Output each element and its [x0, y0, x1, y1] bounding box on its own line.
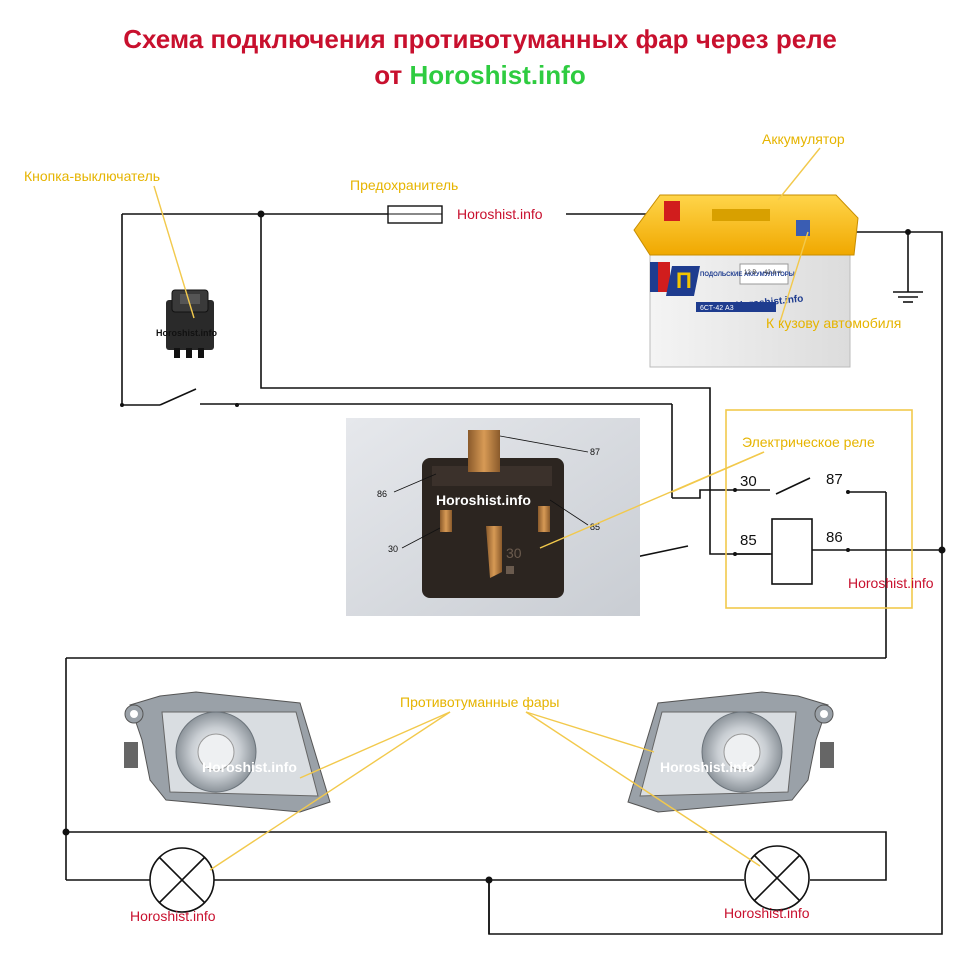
junctions — [62, 210, 946, 884]
junction-dot — [846, 548, 850, 552]
relay-photo-leaders — [393, 435, 589, 549]
battery-image: П — [633, 194, 859, 368]
junction-dot — [485, 876, 493, 884]
battery-model: 6СТ-42 А3 — [700, 305, 734, 312]
wires — [65, 213, 943, 935]
junction-dot — [733, 552, 737, 556]
battery-spec-voltage: 12 В — [744, 270, 756, 276]
photo-pin-87: 87 — [590, 447, 600, 457]
switch-contact-symbol — [122, 388, 197, 406]
lamp-left-watermark: Horoshist.info — [130, 908, 216, 924]
relay-box — [725, 409, 913, 609]
battery-brand: ПОДОЛЬСКИЕ АККУМУЛЯТОРЫ — [700, 272, 795, 278]
battery-label: Аккумулятор — [762, 131, 845, 147]
junction-dot — [905, 229, 911, 235]
photo-pin-85: 85 — [590, 522, 600, 532]
fuse-watermark: Horoshist.info — [457, 206, 543, 222]
relay-watermark: Horoshist.info — [848, 575, 934, 591]
lamp-symbol-right — [744, 845, 810, 911]
battery-spec-capacity: 42 А·ч — [764, 270, 781, 276]
diagram-title: Схема подключения противотуманных фар че… — [123, 24, 837, 54]
diagram-subtitle: от Horoshist.info — [0, 60, 960, 91]
relay-label: Электрическое реле — [742, 434, 875, 450]
junction-dot — [733, 488, 737, 492]
junction-dot — [62, 828, 70, 836]
right-foglight-watermark: Horoshist.info — [660, 759, 755, 775]
relay-pin-30: 30 — [740, 473, 757, 490]
wire-pin-30 — [672, 489, 770, 499]
relay-pin-86: 86 — [826, 529, 843, 546]
foglights-label: Противотуманные фары — [400, 694, 560, 710]
switch-label: Кнопка-выключатель — [24, 168, 160, 184]
relay-pin-85: 85 — [740, 532, 757, 549]
svg-text:П: П — [676, 268, 692, 293]
ground-symbol — [893, 291, 923, 303]
wire-feed-30 — [260, 214, 770, 555]
switch-watermark: Horoshist.info — [156, 328, 217, 338]
relay-photo — [346, 418, 640, 616]
junction-dot — [235, 403, 239, 407]
relay-coil — [771, 518, 813, 585]
photo-pin-30: 30 — [388, 544, 398, 554]
annotation-leaders — [153, 147, 821, 871]
lamp-symbol-left — [149, 847, 215, 913]
switch-button-image — [166, 289, 214, 358]
right-foglight-image — [627, 691, 834, 813]
subtitle-prefix: от — [374, 60, 410, 90]
junction-dot — [938, 546, 946, 554]
lamp-right-watermark: Horoshist.info — [724, 905, 810, 921]
junction-dot — [257, 210, 265, 218]
fuse-label: Предохранитель — [350, 177, 458, 193]
relay-pin-87: 87 — [826, 471, 843, 488]
wire-lamp-right — [66, 831, 887, 881]
junction-dot — [846, 490, 850, 494]
relay-contact-arm — [775, 477, 811, 495]
left-foglight-watermark: Horoshist.info — [202, 759, 297, 775]
photo-pin-86: 86 — [377, 489, 387, 499]
photo-body-30: 30 — [506, 545, 522, 561]
left-foglight-image — [124, 691, 331, 813]
relay-photo-watermark: Horoshist.info — [436, 492, 531, 508]
ground-label: К кузову автомобиля — [766, 315, 901, 331]
subtitle-site: Horoshist.info — [409, 60, 586, 90]
